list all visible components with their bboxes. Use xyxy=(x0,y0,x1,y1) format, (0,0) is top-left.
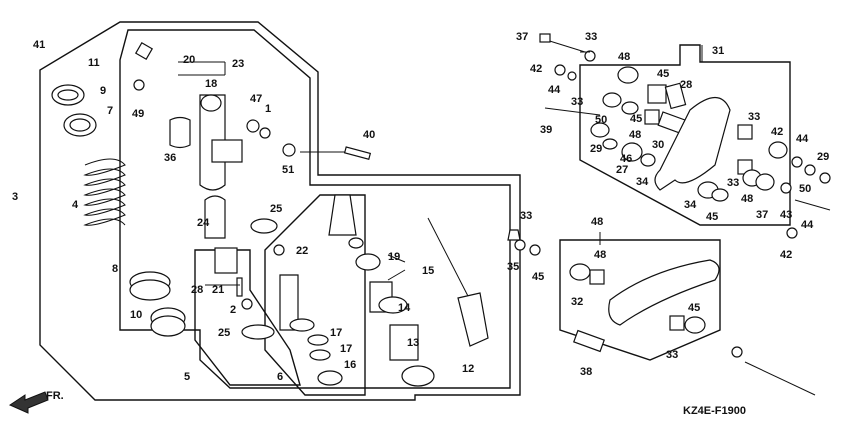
callout-34: 34 xyxy=(684,199,697,211)
damper-stack xyxy=(279,194,489,387)
callout-44: 44 xyxy=(548,84,561,96)
callout-24: 24 xyxy=(197,217,210,229)
group-frame-5 xyxy=(194,249,301,386)
callout-46: 46 xyxy=(620,153,632,165)
callout-3: 3 xyxy=(12,191,18,203)
callout-39: 39 xyxy=(540,124,552,136)
callout-45: 45 xyxy=(657,68,669,80)
callout-1: 1 xyxy=(265,103,271,115)
callout-47: 47 xyxy=(250,93,262,105)
callout-45: 45 xyxy=(532,271,544,283)
callout-48: 48 xyxy=(594,249,606,261)
callout-23: 23 xyxy=(232,58,244,70)
callout-45: 45 xyxy=(688,302,700,314)
callout-38: 38 xyxy=(580,366,592,378)
callout-44: 44 xyxy=(801,219,814,231)
callout-15: 15 xyxy=(422,265,434,277)
callout-33: 33 xyxy=(571,96,583,108)
diagram-code: KZ4E-F1900 xyxy=(683,405,746,417)
callout-lines xyxy=(178,45,703,286)
group-frame-6 xyxy=(264,194,366,396)
callout-45: 45 xyxy=(630,113,642,125)
callout-36: 36 xyxy=(164,152,176,164)
callout-6: 6 xyxy=(277,371,283,383)
group-frame-35 xyxy=(559,239,721,361)
group-frame-3 xyxy=(39,21,521,401)
shock-body xyxy=(133,41,372,340)
callout-16: 16 xyxy=(344,359,356,371)
callout-48: 48 xyxy=(618,51,630,63)
callout-8: 8 xyxy=(112,263,118,275)
callout-21: 21 xyxy=(212,284,224,296)
callout-17: 17 xyxy=(340,343,352,355)
callout-33: 33 xyxy=(727,177,739,189)
callout-48: 48 xyxy=(591,216,603,228)
callout-29: 29 xyxy=(590,143,602,155)
callout-11: 11 xyxy=(88,57,100,69)
callout-37: 37 xyxy=(516,31,528,43)
callout-14: 14 xyxy=(398,302,411,314)
callout-37: 37 xyxy=(756,209,768,221)
callout-41: 41 xyxy=(33,39,45,51)
callout-30: 30 xyxy=(652,139,664,151)
callout-25: 25 xyxy=(218,327,230,339)
callout-32: 32 xyxy=(571,296,583,308)
callout-12: 12 xyxy=(462,363,474,375)
callout-13: 13 xyxy=(407,337,419,349)
callout-40: 40 xyxy=(363,129,375,141)
callout-28: 28 xyxy=(680,79,692,91)
callout-7: 7 xyxy=(107,105,113,117)
callout-5: 5 xyxy=(184,371,190,383)
callout-33: 33 xyxy=(585,31,597,43)
fr-label: FR. xyxy=(46,390,64,402)
callout-44: 44 xyxy=(796,133,809,145)
callout-18: 18 xyxy=(205,78,217,90)
group-frame-31 xyxy=(579,44,791,226)
callout-25: 25 xyxy=(270,203,282,215)
callout-22: 22 xyxy=(296,245,308,257)
callout-20: 20 xyxy=(183,54,195,66)
callout-10: 10 xyxy=(130,309,142,321)
callout-28: 28 xyxy=(191,284,203,296)
callout-35: 35 xyxy=(507,261,519,273)
callout-51: 51 xyxy=(282,164,294,176)
callout-48: 48 xyxy=(629,129,641,141)
callout-29: 29 xyxy=(817,151,829,163)
callout-17: 17 xyxy=(330,327,342,339)
callout-19: 19 xyxy=(388,251,400,263)
callout-33: 33 xyxy=(520,210,532,222)
callout-48: 48 xyxy=(741,193,753,205)
callout-42: 42 xyxy=(771,126,783,138)
callout-43: 43 xyxy=(780,209,792,221)
callout-9: 9 xyxy=(100,85,106,97)
linkage-assembly xyxy=(507,33,831,396)
callout-49: 49 xyxy=(132,108,144,120)
callout-50: 50 xyxy=(799,183,811,195)
callout-33: 33 xyxy=(666,349,678,361)
callout-50: 50 xyxy=(595,114,607,126)
front-arrow-icon: FR. xyxy=(8,390,64,414)
callout-45: 45 xyxy=(706,211,718,223)
callout-33: 33 xyxy=(748,111,760,123)
group-frame-11 xyxy=(119,29,511,389)
callout-42: 42 xyxy=(530,63,542,75)
callout-34: 34 xyxy=(636,176,649,188)
spring-assembly xyxy=(51,84,186,337)
callout-42: 42 xyxy=(780,249,792,261)
callout-2: 2 xyxy=(230,304,236,316)
callout-31: 31 xyxy=(712,45,724,57)
callout-27: 27 xyxy=(616,164,628,176)
callout-4: 4 xyxy=(72,199,79,211)
